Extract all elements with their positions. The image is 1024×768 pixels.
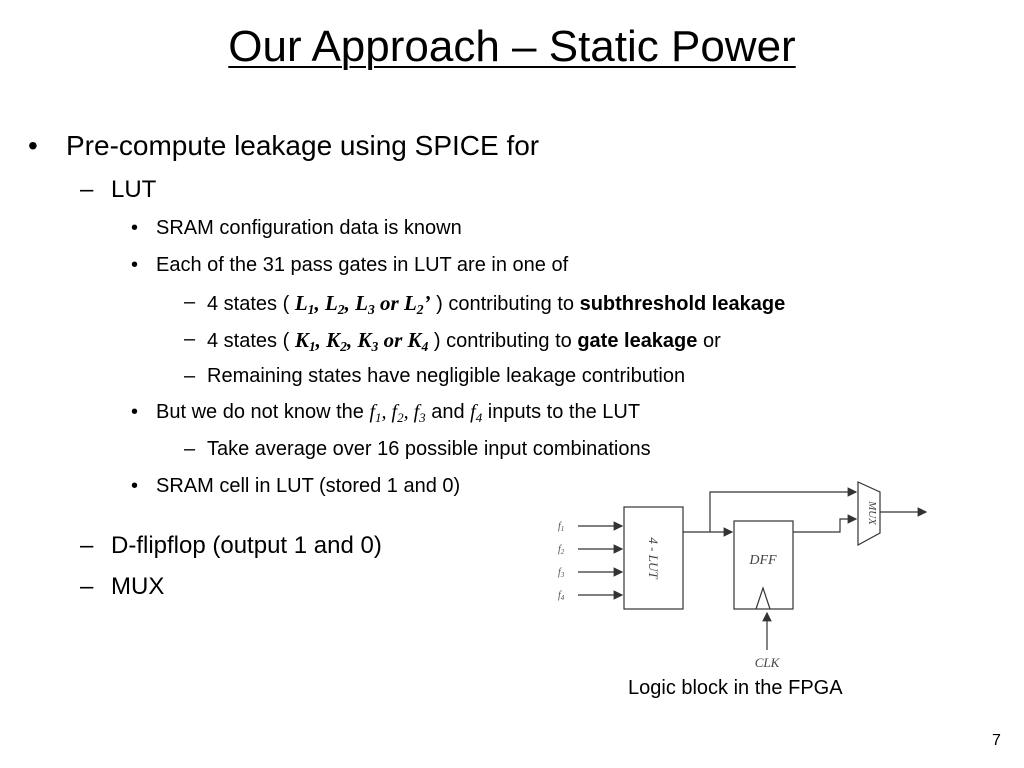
bullet-average: Take average over 16 possible input comb… <box>207 438 651 460</box>
dash-marker: – <box>184 328 196 350</box>
bullet-marker: • <box>131 475 139 497</box>
dff-to-mux-wire <box>793 514 858 533</box>
bullet-marker: • <box>28 130 38 161</box>
bullet-lut: LUT <box>111 176 157 203</box>
input-label-f2: f2 <box>558 544 565 556</box>
bullet-subthreshold-states: 4 states ( L1, L2, L3 or L2’ ) contribut… <box>207 291 786 318</box>
dash-marker: – <box>184 438 196 460</box>
bullet-sram-cell: SRAM cell in LUT (stored 1 and 0) <box>156 475 461 497</box>
dash-marker: – <box>80 176 94 203</box>
input-label-f4: f4 <box>558 590 565 602</box>
logic-block-diagram: f1 f2 f3 f4 4 - LUT DFF MUX CLK <box>558 481 928 670</box>
dash-marker: – <box>80 532 94 559</box>
dash-marker: – <box>184 291 196 313</box>
diagram-caption: Logic block in the FPGA <box>628 677 843 699</box>
bullet-marker: • <box>131 217 139 239</box>
bullet-remaining: Remaining states have negligible leakage… <box>207 365 686 387</box>
mux-block <box>857 481 881 547</box>
bullet-inputs: But we do not know the f1, f2, f3 and f4… <box>156 401 641 425</box>
dff-label: DFF <box>748 553 777 568</box>
dash-marker: – <box>184 365 196 387</box>
dash-marker: – <box>80 573 94 600</box>
bullet-marker: • <box>131 254 139 276</box>
clock-triangle <box>755 586 771 610</box>
lut-label: 4 - LUT <box>646 537 661 579</box>
input-label-f1: f1 <box>558 521 564 533</box>
bullet-gate-states: 4 states ( K1, K2, K3 or K4 ) contributi… <box>207 328 721 355</box>
bullet-precompute: Pre-compute leakage using SPICE for <box>66 130 540 161</box>
bullet-sram-config: SRAM configuration data is known <box>156 217 462 239</box>
slide-title: Our Approach – Static Power <box>228 22 796 71</box>
slide-number: 7 <box>992 732 1001 749</box>
clk-label: CLK <box>755 655 781 670</box>
input-label-f3: f3 <box>558 567 565 579</box>
dff-block <box>733 520 794 610</box>
bullet-marker: • <box>131 401 139 423</box>
mux-label: MUX <box>866 500 878 526</box>
bullet-mux: MUX <box>111 573 165 600</box>
bullet-pass-gates: Each of the 31 pass gates in LUT are in … <box>156 254 569 276</box>
bypass-wire <box>709 487 858 532</box>
bullet-dff: D-flipflop (output 1 and 0) <box>111 532 382 559</box>
lut-block <box>623 506 684 610</box>
